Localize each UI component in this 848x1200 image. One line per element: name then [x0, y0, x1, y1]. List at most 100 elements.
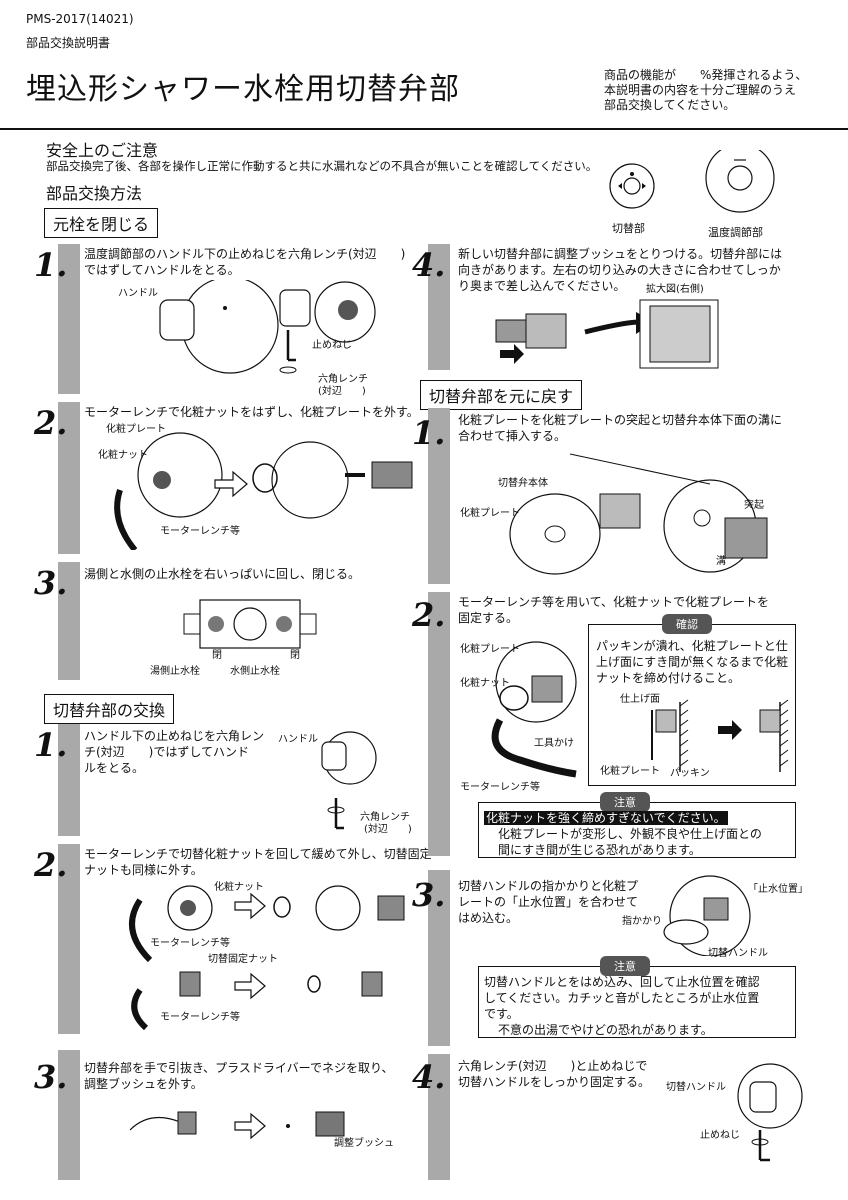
label-nut: 化粧ナット — [460, 678, 510, 689]
label-cold-valve: 水側止水栓 — [230, 666, 280, 677]
caution-text: 切替ハンドルとをはめ込み、回して止水位置を確認 してください。カチッと音がしたと… — [484, 975, 760, 1037]
step-strip — [58, 562, 80, 680]
step-illustration — [129, 1111, 345, 1140]
step-illustration — [159, 280, 376, 374]
confirm-text: パッキンが潰れ、化粧プレートと仕 上げ面にすき間が無くなるまで化粧 ナットを締め… — [596, 639, 789, 685]
step-illustration — [321, 731, 377, 830]
label-nut: 化粧ナット — [98, 450, 148, 461]
intro-text: 商品の機能が %発揮されるよう、 本説明書の内容を十分ご理解のうえ 部品交換して… — [604, 68, 808, 112]
label-switch-handle: 切替ハンドル — [666, 1082, 726, 1093]
document-number: PMS-2017(14021) — [26, 12, 134, 26]
section-close-valve-title: 元栓を閉じる — [44, 208, 159, 238]
step-number: 1. — [412, 414, 446, 452]
page-title: 埋込形シャワー水栓用切替弁部 — [26, 72, 460, 107]
confirm-illustration — [651, 699, 789, 772]
header-divider — [0, 128, 848, 130]
step-text: 六角レンチ(対辺 )と止めねじで 切替ハンドルをしっかり固定する。 — [458, 1059, 651, 1089]
step-illustration — [509, 453, 768, 575]
label-motor-wrench-b: モーターレンチ等 — [160, 1012, 240, 1023]
caution-text: 化粧ナットを強く締めすぎないでください。 化粧プレートが変形し、外観不良や仕上げ… — [484, 811, 762, 857]
safety-heading: 安全上のご注意 — [46, 141, 159, 160]
step-text: モーターレンチで化粧ナットをはずし、化粧プレートを外す。 — [84, 405, 419, 419]
label-closed-right: 閉 — [290, 650, 300, 661]
label-screw: 止めねじ — [312, 340, 352, 351]
label-motor-wrench: モーターレンチ等 — [160, 526, 240, 537]
step-strip — [428, 870, 450, 1046]
step-number: 2. — [34, 404, 68, 442]
label-plate: 化粧プレート — [460, 644, 520, 655]
safety-text: 部品交換完了後、各部を操作し正常に作動すると共に水漏れなどの不具合が無いことを確… — [46, 159, 598, 173]
step-text: 切替弁部を手で引抜き、プラスドライバーでネジを取り、 調整ブッシュを外す。 — [84, 1061, 394, 1091]
label-tool: 工具かけ — [534, 738, 574, 749]
label-handle: ハンドル — [278, 734, 318, 745]
document-type: 部品交換説明書 — [26, 36, 111, 50]
legend-figure — [609, 150, 775, 213]
caution-label: 注意 — [600, 956, 650, 976]
step-strip — [58, 402, 80, 554]
step-strip — [428, 1054, 450, 1180]
step-strip — [58, 724, 80, 836]
label-wrench: 六角レンチ — [318, 374, 368, 385]
label-switch-handle: 切替ハンドル — [708, 948, 768, 959]
step-number: 4. — [412, 246, 446, 284]
label-plate: 化粧プレート — [106, 424, 166, 435]
label-bushing: 調整ブッシュ — [334, 1138, 394, 1149]
section-restore-title: 切替弁部を元に戻す — [420, 380, 583, 410]
step-text: 温度調節部のハンドル下の止めねじを六角レンチ(対辺 ) ではずしてハンドルをとる… — [84, 247, 406, 277]
step-strip — [428, 592, 450, 856]
label-packing: パッキン — [670, 768, 710, 779]
step-illustration — [663, 875, 751, 956]
label-stop-pos: 「止水位置」 — [748, 884, 808, 895]
label-protrusion: 突起 — [744, 500, 764, 511]
step-number: 3. — [34, 1058, 68, 1096]
step-strip — [58, 844, 80, 1034]
label-finish-surface: 仕上げ面 — [620, 694, 660, 705]
label-body: 切替弁本体 — [498, 478, 548, 489]
step-text: 切替ハンドルの指かかりと化粧プ レートの「止水位置」を合わせて はめ込む。 — [458, 879, 639, 925]
label-confirm-plate: 化粧プレート — [600, 766, 660, 777]
label-screw: 止めねじ — [700, 1130, 740, 1141]
label-wrench-size: (対辺 ) — [364, 824, 412, 835]
step-strip — [58, 244, 80, 394]
step-text: モーターレンチ等を用いて、化粧ナットで化粧プレートを 固定する。 — [458, 595, 770, 625]
label-zoom: 拡大図(右側) — [646, 284, 704, 295]
step-illustration — [114, 432, 413, 550]
label-nut: 化粧ナット — [214, 882, 264, 893]
step-strip — [428, 244, 450, 370]
label-handle: ハンドル — [118, 288, 158, 299]
step-number: 1. — [34, 726, 68, 764]
label-hot-valve: 湯側止水栓 — [150, 666, 200, 677]
label-wrench: 六角レンチ — [360, 812, 410, 823]
step-text: 新しい切替弁部に調整ブッシュをとりつける。切替弁部には 向きがあります。左右の切… — [458, 247, 783, 293]
step-illustration — [737, 1063, 803, 1162]
step-text: 化粧プレートを化粧プレートの突起と切替弁本体下面の溝に 合わせて挿入する。 — [458, 413, 783, 443]
step-number: 1. — [34, 246, 68, 284]
legend-temp-label: 温度調節部 — [708, 226, 763, 239]
step-strip — [428, 408, 450, 584]
caution-label: 注意 — [600, 792, 650, 812]
step-illustration — [129, 885, 405, 1030]
step-text: ハンドル下の止めねじを六角レン チ(対辺 )ではずしてハンド ルをとる。 — [84, 729, 265, 775]
label-fix-nut: 切替固定ナット — [208, 954, 278, 965]
step-text: モーターレンチで切替化粧ナットを回して緩めて外し、切替固定 ナットも同様に外す。 — [84, 847, 432, 877]
step-number: 3. — [412, 876, 446, 914]
legend-switch-label: 切替部 — [612, 222, 645, 235]
step-number: 3. — [34, 564, 68, 602]
step-illustration — [183, 599, 317, 649]
step-illustration — [491, 641, 577, 778]
step-number: 2. — [34, 846, 68, 884]
label-groove: 溝 — [716, 556, 726, 567]
step-number: 2. — [412, 596, 446, 634]
label-motor-wrench: モーターレンチ等 — [460, 782, 540, 793]
step-strip — [58, 1050, 80, 1180]
label-finger: 指かかり — [622, 916, 662, 927]
step-number: 4. — [412, 1058, 446, 1096]
label-closed-left: 閉 — [212, 650, 222, 661]
label-wrench-size: (対辺 ) — [318, 386, 366, 397]
step-text: 湯側と水側の止水栓を右いっぱいに回し、閉じる。 — [84, 567, 361, 581]
label-plate: 化粧プレート — [460, 508, 520, 519]
step-illustration — [495, 299, 719, 369]
label-motor-wrench-a: モーターレンチ等 — [150, 938, 230, 949]
section-replace-title: 切替弁部の交換 — [44, 694, 175, 724]
method-heading: 部品交換方法 — [46, 184, 143, 203]
